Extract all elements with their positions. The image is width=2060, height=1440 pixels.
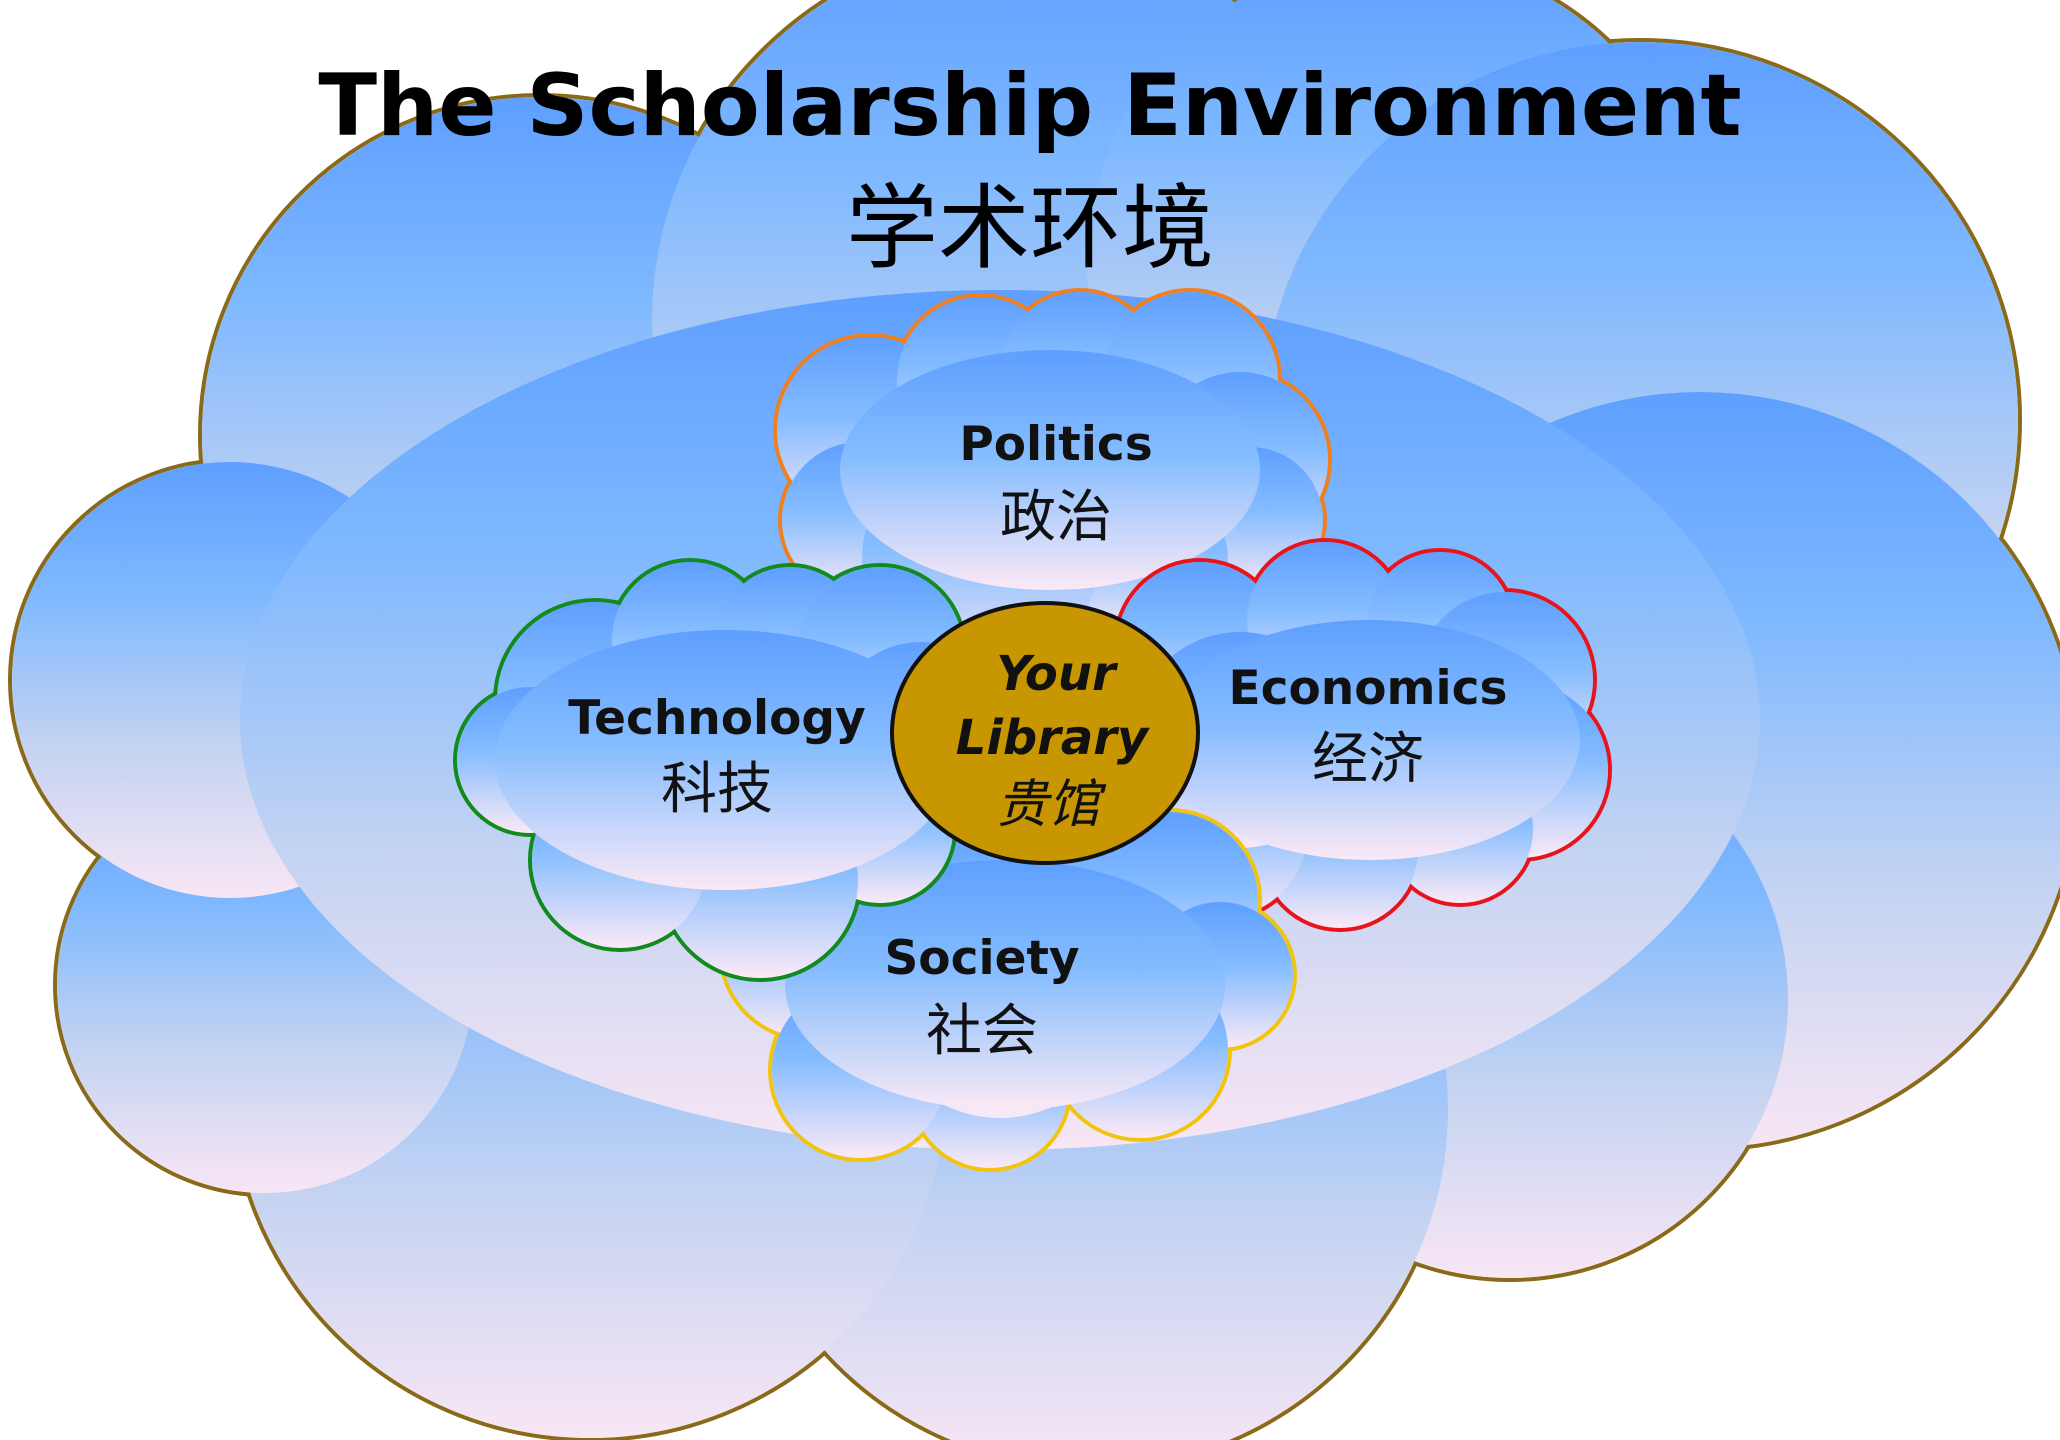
politics-label: Politics [959, 417, 1152, 472]
society-label: Society [884, 931, 1079, 986]
library-label-zh: 贵馆 [996, 775, 1107, 835]
technology-label: Technology [568, 691, 865, 746]
politics-cloud [773, 288, 1332, 682]
library-circle [890, 601, 1200, 865]
diagram-title: The Scholarship Environment [318, 56, 1741, 156]
diagram-subtitle: 学术环境 [846, 175, 1214, 282]
library-label-line1: Your [996, 646, 1119, 702]
economics-label: Economics [1229, 661, 1508, 716]
politics-label-zh: 政治 [1000, 485, 1112, 550]
society-label-zh: 社会 [926, 999, 1038, 1064]
library-label-line2: Library [956, 710, 1150, 766]
technology-label-zh: 科技 [661, 757, 773, 822]
economics-label-zh: 经济 [1312, 727, 1424, 792]
